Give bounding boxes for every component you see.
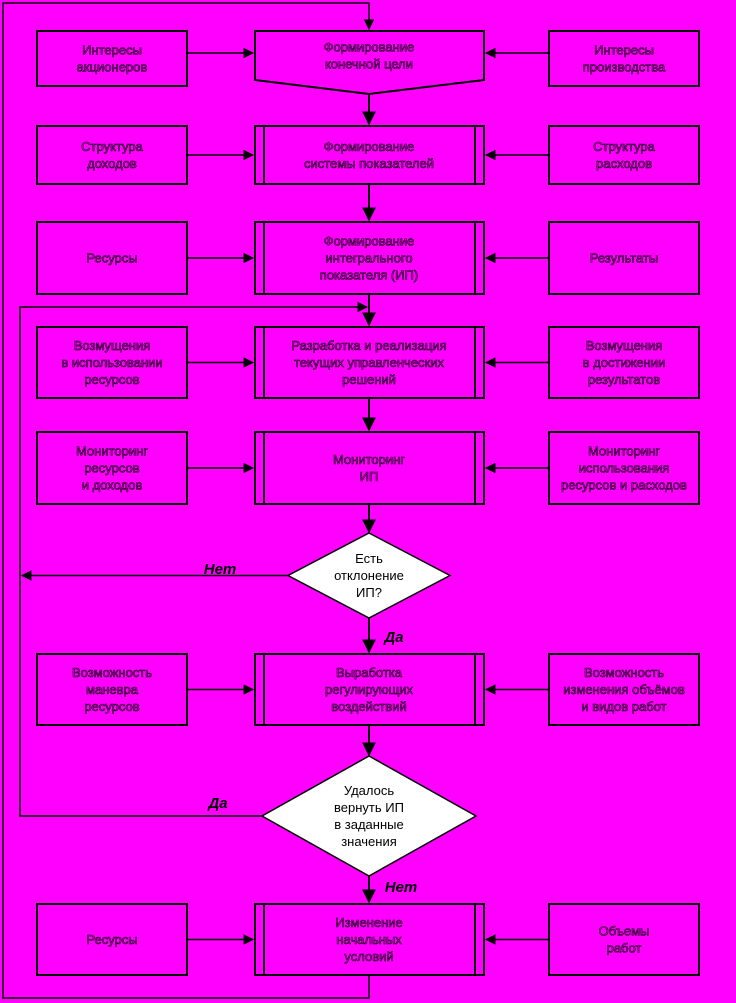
right-input-box (548, 431, 700, 505)
left-input-label: Интересы (82, 43, 142, 58)
right-input-box (548, 221, 700, 295)
right-input-label: Возмущения (586, 338, 663, 353)
branch-label-yes: Да (206, 795, 227, 812)
process-label: воздействий (331, 699, 406, 714)
process-label: Формирование (324, 234, 415, 249)
nodes: ИнтересыакционеровИнтересыпроизводстваФо… (36, 30, 700, 976)
process-block (254, 431, 485, 505)
process-label: решений (342, 372, 396, 387)
branch-label-yes: Да (382, 629, 403, 646)
left-input-box (36, 326, 188, 399)
right-input-label: Возможность (584, 665, 664, 680)
process-label: условий (344, 949, 393, 964)
right-input-label: Мониторинг (588, 444, 660, 459)
left-input-label: Ресурсы (86, 932, 137, 947)
process-label: начальных (336, 932, 402, 947)
process-block (254, 903, 485, 976)
left-input-box (36, 903, 188, 976)
decision-label: Есть (355, 551, 383, 566)
process-label: Формирование (324, 139, 415, 154)
right-input-label: результатов (588, 372, 660, 387)
decision-deviation (286, 532, 452, 619)
right-input-label: Результаты (590, 251, 658, 266)
left-input-box (36, 431, 188, 505)
right-input-label: использования (579, 461, 670, 476)
process-label: показателя (ИП) (320, 268, 418, 283)
process-label: Формирование (324, 40, 415, 55)
decision-label: Удалось (344, 783, 395, 798)
right-input-box (548, 30, 700, 87)
right-input-label: изменения объёмов (563, 682, 685, 697)
process-block (254, 221, 485, 295)
left-input-label: Возмущения (74, 338, 151, 353)
process-label: Изменение (335, 915, 403, 930)
process-label: Выработка (336, 665, 403, 680)
process-block (254, 653, 485, 726)
branch-label-no: Нет (204, 561, 237, 578)
right-input-box (548, 125, 700, 185)
left-input-label: ресурсов (84, 461, 139, 476)
right-input-label: расходов (596, 156, 652, 171)
right-input-box (548, 653, 700, 726)
process-label: Мониторинг (333, 452, 405, 467)
left-input-box (36, 653, 188, 726)
right-input-label: Интересы (594, 43, 654, 58)
connectors (2, 2, 549, 999)
yes-loop-arrow (19, 301, 369, 817)
right-input-label: Структура (593, 139, 655, 154)
process-block (254, 326, 485, 399)
branch-label-no: Нет (385, 879, 418, 896)
left-input-label: доходов (87, 156, 137, 171)
right-input-box (548, 903, 700, 976)
goal-block (254, 30, 485, 96)
left-input-label: и доходов (82, 478, 143, 493)
left-input-label: ресурсов (84, 372, 139, 387)
decision-label: вернуть ИП (334, 800, 404, 815)
right-input-label: работ (607, 941, 642, 956)
process-label: регулирующих (325, 682, 414, 697)
process-label: текущих управленческих (294, 355, 444, 370)
left-input-box (36, 125, 188, 185)
decision-restore (260, 755, 478, 877)
process-block (254, 125, 485, 185)
decision-label: ИП? (356, 585, 382, 600)
decision-label: в заданные (334, 817, 403, 832)
right-input-label: и видов работ (581, 699, 666, 714)
right-input-label: Объемы (599, 924, 650, 939)
left-input-label: Ресурсы (86, 251, 137, 266)
decision-label: значения (341, 834, 397, 849)
left-input-label: Структура (81, 139, 143, 154)
right-input-label: производства (583, 60, 666, 75)
decision-label: отклонение (334, 568, 404, 583)
left-input-label: акционеров (77, 60, 148, 75)
left-input-box (36, 221, 188, 295)
left-input-label: в использовании (61, 355, 162, 370)
right-input-box (548, 326, 700, 399)
right-input-label: в достижении (583, 355, 666, 370)
left-input-box (36, 30, 188, 87)
right-input-label: ресурсов и расходов (561, 478, 687, 493)
process-label: системы показателей (304, 156, 434, 171)
left-input-label: маневра (86, 682, 139, 697)
process-label: ИП (360, 469, 379, 484)
left-input-label: ресурсов (84, 699, 139, 714)
process-label: интегрального (325, 251, 412, 266)
left-input-label: Мониторинг (76, 444, 148, 459)
left-input-label: Возможность (72, 665, 152, 680)
process-label: Разработка и реализация (291, 338, 446, 353)
outer-loop-arrow (2, 2, 375, 999)
process-label: конечной цели (325, 57, 413, 72)
